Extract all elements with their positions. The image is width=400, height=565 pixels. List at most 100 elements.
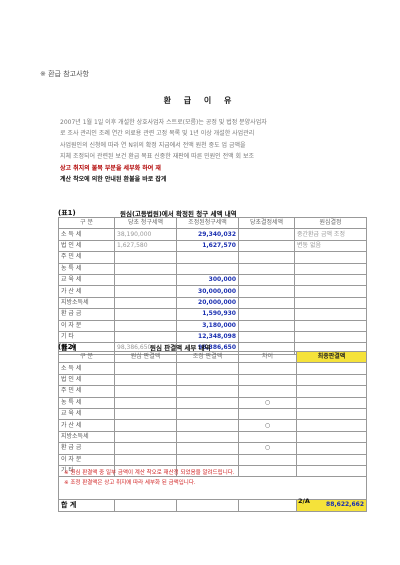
cell: [114, 362, 177, 375]
cell: [176, 373, 239, 387]
column-header: 당초 청구세액: [114, 216, 177, 230]
cell: [294, 273, 367, 287]
cell: [238, 430, 297, 444]
column-header: 차이: [238, 350, 297, 364]
paragraph-line: 2007년 1월 1일 이후 개설한 상호사업자 스트로(모름)는 공정 및 법…: [60, 119, 267, 126]
table2-label: (표2): [58, 343, 76, 351]
cell: [296, 373, 367, 387]
cell: 38,190,000: [114, 228, 177, 241]
cell: [238, 296, 295, 310]
table-row: 법 인 세: [58, 373, 367, 387]
table-row: 이 자 분: [58, 453, 367, 466]
row-label: 가 산 세: [58, 285, 115, 298]
cell: [238, 308, 295, 321]
cell: [294, 308, 367, 321]
total-cell: [176, 499, 239, 512]
cell: [176, 262, 239, 275]
cell: [176, 362, 239, 375]
row-label: 주 민 세: [58, 251, 115, 264]
table-row: 주 민 세: [58, 251, 367, 264]
cell: 변동 없음: [294, 239, 367, 253]
cell: [114, 319, 177, 332]
paragraph-line: 상고 취지의 불복 부분을 세부화 하여 재: [60, 163, 360, 175]
cell: [114, 308, 177, 321]
cell: [238, 239, 295, 253]
cell: [238, 373, 297, 387]
row-label: 교 육 세: [58, 407, 115, 421]
row-label: 이 자 분: [58, 453, 115, 466]
final-total-amount: 88,622,662: [296, 499, 367, 512]
table2-caption: 원심 판결액 세부 내역: [150, 344, 211, 352]
table-row: 지방소득세 20,000,000: [58, 296, 367, 310]
paragraph-highlight: 상고 취지의 불복 부분을 세부화 하여 재: [60, 165, 161, 172]
cell: [294, 319, 367, 332]
cell: [238, 362, 297, 375]
cell: [294, 251, 367, 264]
cell: [296, 453, 367, 466]
cell: [114, 251, 177, 264]
cell: [114, 396, 177, 409]
column-header: 조정된청구세액: [176, 216, 239, 230]
cell: [238, 330, 295, 344]
column-header: 조정 판결액: [176, 350, 239, 364]
paragraph-highlight: 계산 착오에 의한 안내된 환불을 바로 잡게: [60, 176, 167, 183]
cell: [294, 285, 367, 298]
row-label: 농 특 세: [58, 262, 115, 275]
row-label: 소 득 세: [58, 362, 115, 375]
cell: [176, 396, 239, 409]
table-row: 농 특 세○: [58, 396, 367, 409]
cell: [238, 453, 297, 466]
cell: [238, 251, 295, 264]
cell: ○: [238, 419, 297, 432]
table-row: 지방소득세: [58, 430, 367, 444]
row-label: 환 급 금: [58, 442, 115, 455]
cell: 1,627,580: [114, 239, 177, 253]
cell: [114, 373, 177, 387]
row-label: 주 민 세: [58, 385, 115, 398]
cell: [176, 385, 239, 398]
cell: 3,180,000: [176, 319, 239, 332]
cell: 300,000: [176, 273, 239, 287]
total-cell: [114, 499, 177, 512]
cell: [176, 453, 239, 466]
cell: ○: [238, 442, 297, 455]
cell: 중간환급 금액 조정: [294, 228, 367, 241]
table2-note: ※ 원심 판결액 중 일부 금액이 계산 착오로 재산정 되었음을 알려드립니다…: [64, 470, 235, 476]
cell: [114, 262, 177, 275]
column-header: 원심 판결액: [114, 350, 177, 364]
cell: 20,000,000: [176, 296, 239, 310]
table-total-row: 합 계 88,622,662: [58, 499, 367, 512]
row-label: 지방소득세: [58, 430, 115, 444]
table-row: 교 육 세: [58, 407, 367, 421]
cell: [296, 385, 367, 398]
cell: [114, 453, 177, 466]
row-label: 지방소득세: [58, 296, 115, 310]
cell: [238, 385, 297, 398]
cell: [114, 407, 177, 421]
row-label: 환 급 금: [58, 308, 115, 321]
table1-label: (표1): [58, 209, 76, 217]
column-header-final: 최종판결액: [296, 350, 367, 364]
cell: [238, 319, 295, 332]
cell: [176, 419, 239, 432]
column-header: 당초결정세액: [238, 216, 295, 230]
table-row: 농 특 세: [58, 262, 367, 275]
cell: [176, 407, 239, 421]
row-label: 이 자 분: [58, 319, 115, 332]
cell: [296, 419, 367, 432]
row-label: 법 인 세: [58, 373, 115, 387]
cell: 30,000,000: [176, 285, 239, 298]
cell: [238, 464, 297, 478]
row-label: 법 인 세: [58, 239, 115, 253]
cell: [114, 442, 177, 455]
cell: [296, 442, 367, 455]
row-label: 소 득 세: [58, 228, 115, 241]
header-note: ※ 환급 참고사항: [40, 70, 89, 78]
cell: [296, 396, 367, 409]
table-row: 환 급 금 ○: [58, 442, 367, 455]
table-row: 기 타: [58, 464, 367, 478]
